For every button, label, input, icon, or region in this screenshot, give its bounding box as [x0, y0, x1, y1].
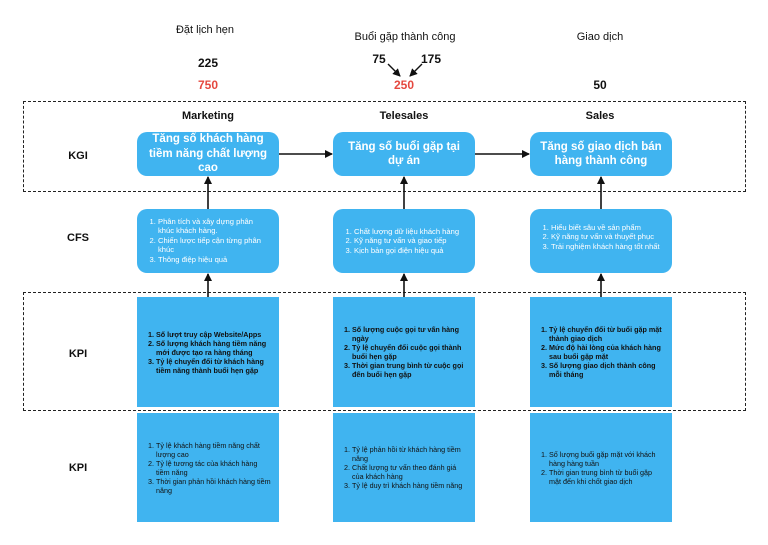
kpi-item: Tỷ lệ khách hàng tiềm năng chất lượng ca… — [156, 441, 271, 459]
cfs-item: Chất lượng dữ liệu khách hàng — [354, 227, 465, 236]
meeting-value-highlight: 250 — [393, 78, 415, 92]
cfs-item: Kỹ năng tư vấn và giao tiếp — [354, 236, 465, 245]
kpi-item: Tỷ lệ chuyển đổi từ khách hàng tiềm năng… — [156, 357, 271, 375]
kpi-item: Thời gian trung bình từ buổi gặp mặt đến… — [549, 468, 664, 486]
cfs-item: Trải nghiệm khách hàng tốt nhất — [551, 242, 662, 251]
kpi-item: Mức độ hài lòng của khách hàng sau buổi … — [549, 343, 664, 361]
kpi-item: Số lượng giao dịch thành công mỗi tháng — [549, 361, 664, 379]
cfs-item: Kịch bản gọi điện hiệu quả — [354, 246, 465, 255]
kpi-item: Tỷ lệ phản hồi từ khách hàng tiềm năng — [352, 445, 467, 463]
kpi-box-marketing: Số lượt truy cập Website/Apps Số lượng k… — [137, 297, 279, 407]
cfs-item: Phân tích và xây dựng phân khúc khách hà… — [158, 217, 269, 236]
cfs-box-telesales: Chất lượng dữ liệu khách hàng Kỹ năng tư… — [333, 209, 475, 273]
cfs-item: Kỹ năng tư vấn và thuyết phục — [551, 232, 662, 241]
row-label-cfs: CFS — [67, 232, 89, 244]
kpi-item: Số lượng cuộc gọi tư vấn hàng ngày — [352, 325, 467, 343]
kgi-box-telesales: Tăng số buổi gặp tại dự án — [333, 132, 475, 176]
kpi-item: Thời gian trung bình từ cuộc gọi đến buổ… — [352, 361, 467, 379]
row-label-kpi: KPI — [68, 348, 88, 360]
kpi-item: Tỷ lệ tương tác của khách hàng tiềm năng — [156, 459, 271, 477]
meeting-right-value: 175 — [420, 52, 442, 66]
cfs-box-sales: Hiểu biết sâu về sản phẩm Kỹ năng tư vấn… — [530, 209, 672, 273]
booking-value: 225 — [197, 56, 219, 70]
cfs-item: Chiến lược tiếp cận từng phân khúc — [158, 236, 269, 255]
column-header-marketing: Marketing — [182, 110, 234, 122]
kpi-item: Thời gian phản hồi khách hàng tiềm năng — [156, 477, 271, 495]
kpi-secondary-box-sales: Số lượng buổi gặp mặt với khách hàng hàn… — [530, 413, 672, 522]
kpi-item: Số lượt truy cập Website/Apps — [156, 330, 271, 339]
cfs-item: Hiểu biết sâu về sản phẩm — [551, 223, 662, 232]
kgi-box-sales: Tăng số giao dịch bán hàng thành công — [530, 132, 672, 176]
deal-value: 50 — [593, 78, 607, 92]
column-header-sales: Sales — [585, 110, 615, 122]
kpi-item: Số lượng khách hàng tiềm năng mới được t… — [156, 339, 271, 357]
kpi-item: Số lượng buổi gặp mặt với khách hàng hàn… — [549, 450, 664, 468]
kgi-frame — [23, 101, 746, 192]
arrow-meeting-right — [409, 63, 423, 77]
kpi-box-sales: Tỷ lệ chuyển đổi từ buổi gặp mặt thành g… — [530, 297, 672, 407]
kpi-item: Tỷ lệ chuyển đổi từ buổi gặp mặt thành g… — [549, 325, 664, 343]
header-booking: Đặt lịch hẹn — [175, 24, 235, 36]
kpi-item: Tỷ lệ chuyển đổi cuộc gọi thành buổi hẹn… — [352, 343, 467, 361]
kpi-frame — [23, 292, 746, 411]
kpi-item: Tỷ lệ duy trì khách hàng tiềm năng — [352, 481, 467, 490]
booking-value-highlight: 750 — [197, 78, 219, 92]
arrow-meeting-left — [387, 63, 401, 77]
row-label-kgi: KGI — [68, 150, 88, 162]
kpi-box-telesales: Số lượng cuộc gọi tư vấn hàng ngày Tỷ lệ… — [333, 297, 475, 407]
header-successful-meeting: Buổi gặp thành công — [354, 31, 456, 43]
row-label-kpi-secondary: KPI — [68, 462, 88, 474]
cfs-box-marketing: Phân tích và xây dựng phân khúc khách hà… — [137, 209, 279, 273]
meeting-left-value: 75 — [372, 52, 386, 66]
cfs-item: Thông điệp hiệu quả — [158, 255, 269, 264]
kgi-box-marketing: Tăng số khách hàng tiềm năng chất lượng … — [137, 132, 279, 176]
column-header-telesales: Telesales — [379, 110, 429, 122]
header-transaction: Giao dịch — [576, 31, 624, 43]
kpi-secondary-box-marketing: Tỷ lệ khách hàng tiềm năng chất lượng ca… — [137, 413, 279, 522]
kpi-item: Chất lượng tư vấn theo đánh giá của khác… — [352, 463, 467, 481]
kpi-secondary-box-telesales: Tỷ lệ phản hồi từ khách hàng tiềm năng C… — [333, 413, 475, 522]
